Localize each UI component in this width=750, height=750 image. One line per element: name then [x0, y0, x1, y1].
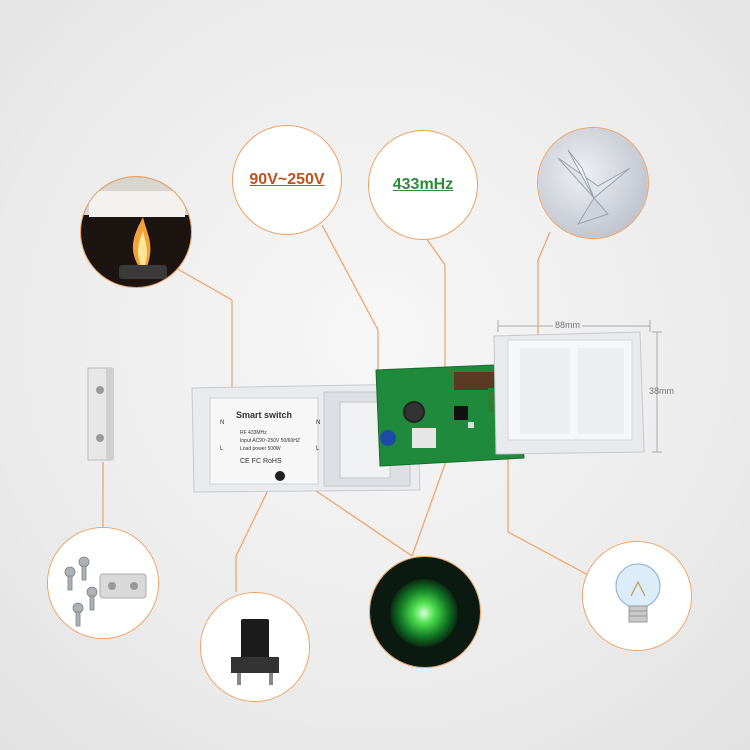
frequency-callout: 433mHz: [368, 130, 478, 240]
switch-housing: [191, 383, 421, 493]
led-line-2: [411, 449, 451, 557]
push-button-photo: [200, 592, 310, 702]
flame-line: [175, 267, 233, 301]
origami-crane-photo: [537, 127, 649, 239]
voltage-callout: 90V~250V: [232, 125, 342, 235]
freq-line: [425, 237, 446, 266]
voltage-line: [321, 224, 379, 331]
shell-line: [537, 231, 551, 261]
label-line-2: Input AC90~250V 50/60HZ: [240, 438, 300, 444]
label-certs: CE FC RoHS: [240, 458, 282, 465]
terminal-right-n: N: [316, 420, 321, 426]
green-led-photo: [369, 556, 481, 668]
dimension-height: 38mm: [649, 386, 675, 396]
terminal-right-l: L: [316, 446, 320, 452]
screws-photo: [47, 527, 159, 639]
frequency-text: 433mHz: [392, 176, 454, 193]
mounting-clip: [87, 367, 114, 461]
label-line-3: Load power 500W: [240, 446, 281, 452]
light-bulb-photo: [582, 541, 692, 651]
label-line-1: RF 433MHz: [240, 430, 267, 436]
back-shell: [493, 331, 645, 455]
flame-test-photo: [80, 176, 192, 288]
label-title: Smart switch: [236, 410, 293, 420]
dimension-width: 88mm: [553, 320, 583, 330]
terminal-left-n: N: [220, 420, 225, 426]
circuit-board: [375, 363, 525, 467]
voltage-text: 90V~250V: [249, 171, 325, 188]
terminal-left-l: L: [220, 446, 224, 452]
button-line: [235, 481, 273, 557]
led-line: [299, 479, 413, 557]
bulb-line-2: [507, 531, 591, 577]
